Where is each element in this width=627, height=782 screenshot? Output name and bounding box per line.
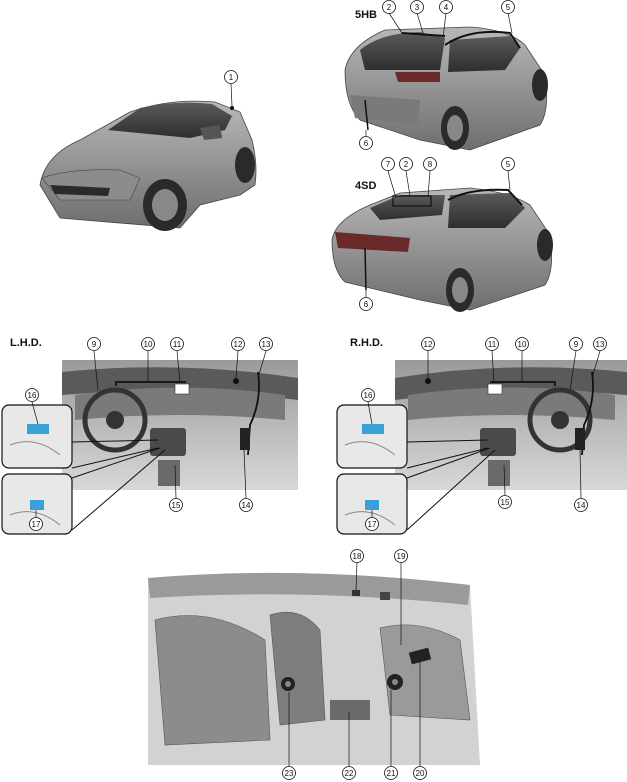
svg-text:9: 9: [92, 340, 97, 349]
svg-text:12: 12: [234, 340, 243, 349]
callout-19: 19: [394, 549, 408, 563]
svg-text:23: 23: [285, 769, 294, 778]
svg-text:5: 5: [506, 160, 511, 169]
svg-text:21: 21: [387, 769, 396, 778]
svg-text:1: 1: [229, 73, 234, 82]
label-rhd: R.H.D.: [350, 337, 383, 349]
callout-18: 18: [350, 549, 364, 563]
callout-2-5hb: 2: [382, 0, 396, 14]
inset-rhd-16: [336, 404, 408, 469]
cabin-interior-view: [148, 572, 480, 765]
callout-14-lhd: 14: [239, 498, 253, 512]
label-4sd: 4SD: [355, 180, 377, 192]
svg-text:6: 6: [364, 300, 369, 309]
svg-text:6: 6: [364, 139, 369, 148]
svg-text:18: 18: [353, 552, 362, 561]
callout-17-lhd: 17: [29, 517, 43, 531]
callout-21: 21: [384, 766, 398, 780]
callout-23: 23: [282, 766, 296, 780]
inset-lhd-16: [1, 404, 73, 469]
callout-1: 1: [224, 70, 238, 84]
car-5hb-rear-view: [344, 26, 548, 151]
svg-text:13: 13: [262, 340, 271, 349]
svg-text:12: 12: [424, 340, 433, 349]
svg-text:15: 15: [501, 498, 510, 507]
callout-12-lhd: 12: [231, 337, 245, 351]
car-4sd-rear-view: [331, 187, 553, 312]
callout-7: 7: [381, 157, 395, 171]
callout-16-lhd: 16: [25, 388, 39, 402]
callout-13-lhd: 13: [259, 337, 273, 351]
callout-12-rhd: 12: [421, 337, 435, 351]
callout-5-4sd: 5: [501, 157, 515, 171]
svg-text:3: 3: [415, 3, 420, 12]
svg-text:11: 11: [488, 340, 497, 349]
callout-11-rhd: 11: [485, 337, 499, 351]
callout-20: 20: [413, 766, 427, 780]
svg-text:17: 17: [368, 520, 377, 529]
svg-text:22: 22: [345, 769, 354, 778]
svg-text:15: 15: [172, 501, 181, 510]
svg-text:10: 10: [144, 340, 153, 349]
callout-10-rhd: 10: [515, 337, 529, 351]
callout-4: 4: [439, 0, 453, 14]
svg-text:11: 11: [173, 340, 182, 349]
svg-text:17: 17: [32, 520, 41, 529]
callout-6-5hb: 6: [359, 136, 373, 150]
svg-text:20: 20: [416, 769, 425, 778]
callout-8: 8: [423, 157, 437, 171]
label-lhd: L.H.D.: [10, 337, 42, 349]
callout-5-5hb: 5: [501, 0, 515, 14]
inset-lhd-17: [1, 473, 73, 535]
svg-text:16: 16: [364, 391, 373, 400]
callout-16-rhd: 16: [361, 388, 375, 402]
car-front-view: [39, 100, 257, 231]
callout-3: 3: [410, 0, 424, 14]
svg-text:2: 2: [404, 160, 409, 169]
svg-text:7: 7: [386, 160, 391, 169]
callout-9-lhd: 9: [87, 337, 101, 351]
svg-text:14: 14: [242, 501, 251, 510]
svg-text:19: 19: [397, 552, 406, 561]
callout-14-rhd: 14: [574, 498, 588, 512]
inset-rhd-17: [336, 473, 408, 535]
svg-text:9: 9: [574, 340, 579, 349]
callout-13-rhd: 13: [593, 337, 607, 351]
svg-text:10: 10: [518, 340, 527, 349]
callout-6-4sd: 6: [359, 297, 373, 311]
callout-15-lhd: 15: [169, 498, 183, 512]
svg-text:16: 16: [28, 391, 37, 400]
callout-10-lhd: 10: [141, 337, 155, 351]
callout-15-rhd: 15: [498, 495, 512, 509]
callout-11-lhd: 11: [170, 337, 184, 351]
svg-text:8: 8: [428, 160, 433, 169]
svg-text:4: 4: [444, 3, 449, 12]
svg-text:5: 5: [506, 3, 511, 12]
svg-text:14: 14: [577, 501, 586, 510]
callout-17-rhd: 17: [365, 517, 379, 531]
dashboard-rhd: [395, 360, 627, 490]
svg-text:2: 2: [387, 3, 392, 12]
callout-2-4sd: 2: [399, 157, 413, 171]
svg-text:13: 13: [596, 340, 605, 349]
label-5hb: 5HB: [355, 9, 378, 21]
callout-9-rhd: 9: [569, 337, 583, 351]
callout-22: 22: [342, 766, 356, 780]
